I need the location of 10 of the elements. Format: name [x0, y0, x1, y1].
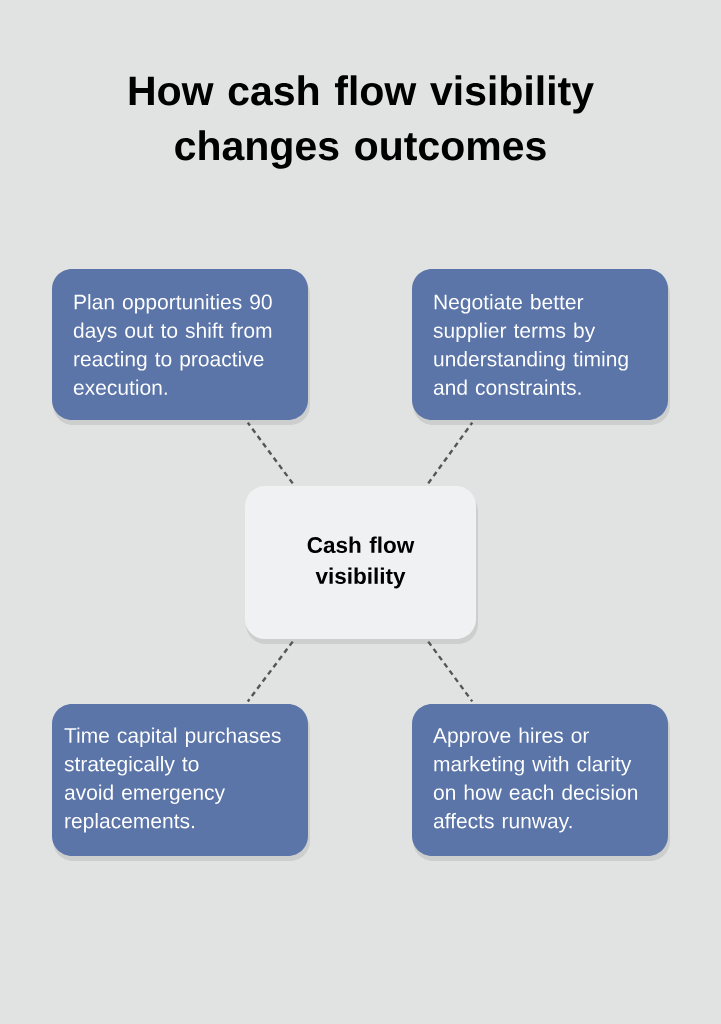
center-box: Cash flow visibility: [245, 486, 478, 644]
dashed-line: [427, 421, 474, 485]
dashed-line: [246, 421, 294, 485]
text-box: Plan opportunities 90 days out to shift from reacting to proactive execution.: [52, 269, 310, 425]
dashed-line: [427, 640, 474, 703]
title: How cash flow visibility changes outcomes: [129, 75, 594, 169]
text-box: Negotiate better supplier terms by understanding timing and constraints.: [412, 269, 670, 425]
text-box: Approve hires or marketing with clarity on how each decision affects runway.: [412, 704, 670, 861]
dashed-line: [246, 640, 294, 703]
text-box: Time capital purchases strategically to avoid emergency replacements.: [52, 704, 310, 861]
